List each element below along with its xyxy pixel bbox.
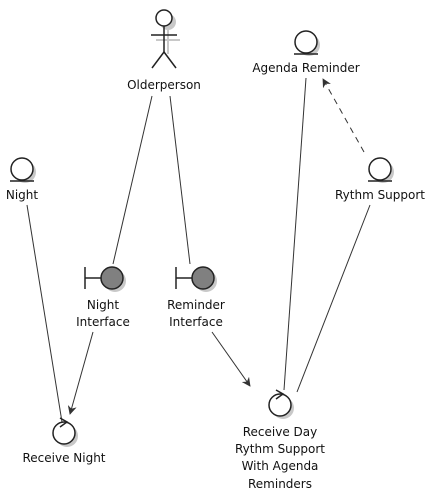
control-arrow-icon xyxy=(59,417,69,428)
edges xyxy=(26,77,371,423)
node-agenda-reminder: Agenda Reminder xyxy=(252,30,360,75)
entity-icon xyxy=(294,30,318,54)
node-rythm-support: Rythm Support xyxy=(335,157,425,202)
label-agenda-reminder: Agenda Reminder xyxy=(252,61,359,75)
control-icon xyxy=(268,393,292,417)
label-receive-day-line2: Rythm Support xyxy=(235,442,325,456)
node-receive-night: Receive Night xyxy=(22,417,106,465)
label-receive-day-line3: With Agenda xyxy=(242,459,319,473)
node-night: Night xyxy=(6,157,39,202)
entity-icon xyxy=(10,157,34,181)
label-night-interface-line1: Night xyxy=(87,298,120,312)
control-arrow-icon xyxy=(275,389,285,400)
edge-night-interface-receive-night xyxy=(67,331,94,415)
node-olderperson: Olderperson xyxy=(127,9,201,92)
edge-rythm-support-agenda-reminder xyxy=(322,78,365,153)
boundary-icon xyxy=(100,266,124,290)
node-reminder-interface: Reminder Interface xyxy=(167,266,225,329)
label-reminder-interface-line2: Interface xyxy=(169,315,223,329)
label-night-interface-line2: Interface xyxy=(76,315,130,329)
entity-icon xyxy=(368,157,392,181)
label-olderperson: Olderperson xyxy=(127,78,201,92)
edge-reminder-interface-receive-day xyxy=(211,331,251,387)
label-receive-day-line1: Receive Day xyxy=(243,425,318,439)
node-night-interface: Night Interface xyxy=(76,266,130,329)
node-receive-day: Receive Day Rythm Support With Agenda Re… xyxy=(235,389,325,491)
edge-olderperson-night-interface xyxy=(112,95,153,265)
control-icon xyxy=(52,421,76,445)
edge-olderperson-reminder-interface xyxy=(169,95,191,265)
label-reminder-interface-line1: Reminder xyxy=(167,298,225,312)
edge-agenda-reminder-receive-day xyxy=(283,77,307,391)
edge-night-receive-night xyxy=(26,204,63,423)
boundary-icon xyxy=(191,266,215,290)
label-receive-night: Receive Night xyxy=(22,451,105,465)
label-rythm-support: Rythm Support xyxy=(335,188,425,202)
actor-icon xyxy=(151,9,177,69)
edge-rythm-support-receive-day xyxy=(296,204,371,393)
label-receive-day-line4: Reminders xyxy=(248,477,312,491)
label-night: Night xyxy=(6,188,39,202)
